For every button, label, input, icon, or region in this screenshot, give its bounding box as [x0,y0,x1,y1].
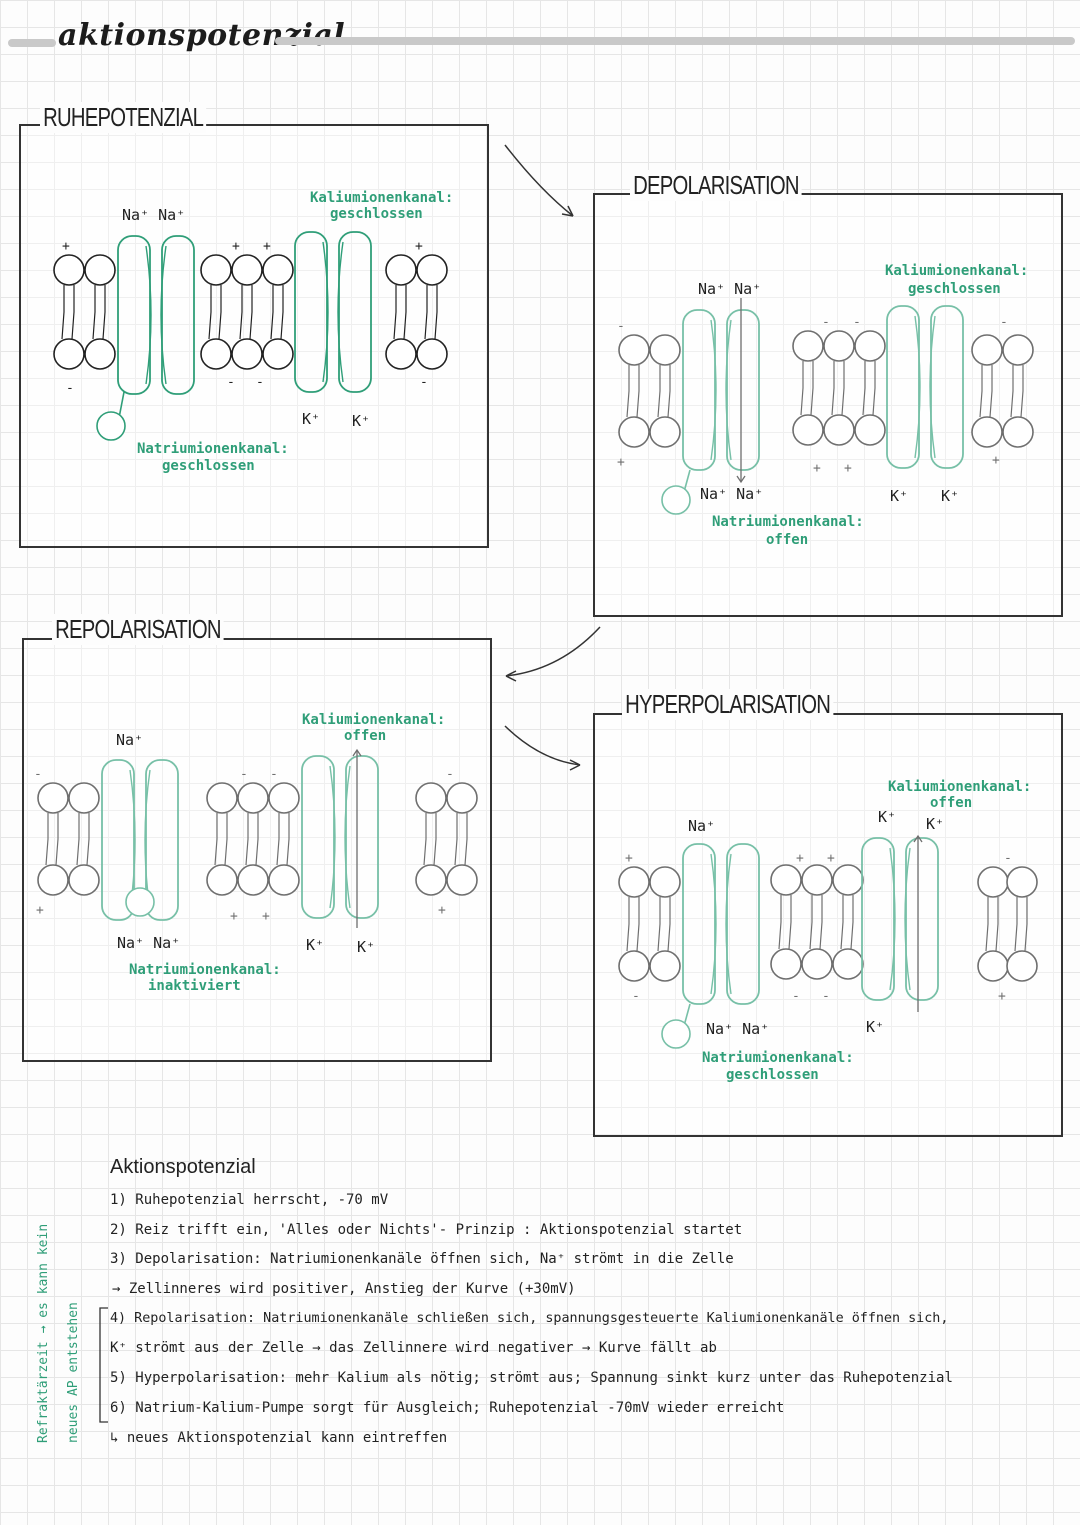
depol-k-channel-label: Kaliumionenkanal: [885,263,1028,279]
notes-line-7: 5) Hyperpolarisation: mehr Kalium als nö… [110,1370,953,1386]
ruhe-lipid-7-tail-a [425,285,427,339]
panel-depolarisation [593,193,1063,617]
ruhe-na-channel-label: Natriumionenkanal: [137,441,289,457]
ruhe-lipid-3-head-bottom [201,339,231,369]
ruhe-lipid-4-head-top [232,255,262,285]
ruhe-lipid-7-head-top [417,255,447,285]
depol-na-channel-label: Natriumionenkanal: [712,514,864,530]
ruhe-plus-3: + [263,239,271,254]
refractory-bracket [96,1300,110,1440]
ruhe-lipid-5-head-top [263,255,293,285]
ruhe-lipid-2-tail-a [93,285,95,339]
ruhe-lipid-2-tail-b [103,285,105,339]
ruhe-lipid-7-head-bottom [417,339,447,369]
ruhe-plus-1: + [62,239,70,254]
hyper-k-channel-state: offen [930,795,972,811]
repol-na-channel-state: inaktiviert [148,978,241,994]
depol-na-bottom: Na⁺ Na⁺ [700,485,763,503]
notes-line-5: 4) Repolarisation: Natriumionenkanäle sc… [110,1311,948,1326]
repol-title-leader [23,639,53,640]
repol-k-bottom-2: K⁺ [357,938,375,956]
notes-line-9: ↳ neues Aktionspotenzial kann eintreffen [110,1430,447,1446]
ruhe-lipid-3-tail-b [219,285,221,339]
ruhe-minus-2: - [227,375,235,390]
hyper-k-channel-label: Kaliumionenkanal: [888,779,1031,795]
ruhe-plus-4: + [415,239,423,254]
ruhe-plus-2: + [232,239,240,254]
ruhe-na-channel-state: geschlossen [162,458,255,474]
notes-line-3: 3) Depolarisation: Natriumionenkanäle öf… [110,1251,734,1267]
ruhe-lipid-4-head-bottom [232,339,262,369]
depol-na-channel-state: offen [766,532,808,548]
panel-hyperpolarisation [593,713,1063,1137]
depol-k-channel-state: geschlossen [908,281,1001,297]
ruhe-lipid-2-head-top [85,255,115,285]
refractory-note-2: neues AP entstehen [66,1302,81,1443]
ruhe-lipid-5-head-bottom [263,339,293,369]
ruhe-k-bottom-2: K⁺ [352,412,370,430]
depol-k-bottom-1: K⁺ [890,487,908,505]
ruhe-na-channel-ball [97,412,125,440]
repol-na-channel-label: Natriumionenkanal: [129,962,281,978]
ruhe-k-channel-left [295,232,327,392]
ruhe-lipid-7-tail-b [435,285,437,339]
hyper-na-channel-state: geschlossen [726,1067,819,1083]
ruhe-lipid-6-tail-a [394,285,396,339]
ruhe-minus-1: - [66,381,74,396]
repol-na-top: Na⁺ [116,731,143,749]
depol-na-top: Na⁺ Na⁺ [698,280,761,298]
hyper-title: HYPERPOLARISATION [622,689,833,720]
hyper-k-bottom-1: K⁺ [866,1018,884,1036]
ruhe-lipid-5-tail-b [281,285,283,339]
depol-title-leader [594,194,630,195]
repol-k-bottom-1: K⁺ [306,936,324,954]
hyper-k-top-2: K⁺ [926,815,944,833]
ruhe-lipid-3-head-top [201,255,231,285]
ruhe-minus-4: - [420,375,428,390]
ruhe-minus-3: - [256,375,264,390]
hyper-na-channel-label: Natriumionenkanal: [702,1050,854,1066]
ruhe-na-top: Na⁺ Na⁺ [122,206,185,224]
ruhe-lipid-1-tail-b [72,285,74,339]
ruhe-lipid-2-head-bottom [85,339,115,369]
notes-line-6: K⁺ strömt aus der Zelle → das Zellinnere… [110,1340,717,1356]
ruhe-k-channel-right [339,232,371,392]
ruhe-lipid-1-head-top [54,255,84,285]
notes-line-2: 2) Reiz trifft ein, 'Alles oder Nichts'-… [110,1222,742,1238]
ruhe-lipid-6-tail-b [404,285,406,339]
depol-title: DEPOLARISATION [630,170,802,201]
refractory-note-1: Refraktärzeit → es kann kein [36,1224,51,1443]
ruhe-lipid-3-tail-a [209,285,211,339]
notes-line-8: 6) Natrium-Kalium-Pumpe sorgt für Ausgle… [110,1400,784,1416]
notes-heading: Aktionspotenzial [110,1156,256,1179]
repol-title: REPOLARISATION [52,614,224,645]
ruhe-lipid-6-head-top [386,255,416,285]
ruhe-na-channel-left [118,236,150,394]
hyper-na-top: Na⁺ [688,817,715,835]
ruhe-lipid-4-tail-a [240,285,242,339]
ruhe-k-channel-label: Kaliumionenkanal: [310,190,453,206]
panel-repolarisation [22,638,492,1062]
ruhe-lipid-6-head-bottom [386,339,416,369]
hyper-k-top-1: K⁺ [878,808,896,826]
ruhe-lipid-1-tail-a [62,285,64,339]
depol-k-bottom-2: K⁺ [941,487,959,505]
ruhe-na-channel-right [162,236,194,394]
hyper-na-bottom: Na⁺ Na⁺ [706,1020,769,1038]
ruhe-k-channel-state: geschlossen [330,206,423,222]
notes-line-1: 1) Ruhepotenzial herrscht, -70 mV [110,1192,388,1208]
repol-na-bottom: Na⁺ Na⁺ [117,934,180,952]
hyper-title-leader [594,714,622,715]
ruhe-k-bottom-1: K⁺ [302,410,320,428]
notes-line-4: → Zellinneres wird positiver, Anstieg de… [112,1281,576,1297]
repol-k-channel-label: Kaliumionenkanal: [302,712,445,728]
repol-k-channel-state: offen [344,728,386,744]
ruhe-lipid-1-head-bottom [54,339,84,369]
ruhe-lipid-4-tail-b [250,285,252,339]
ruhe-lipid-5-tail-a [271,285,273,339]
